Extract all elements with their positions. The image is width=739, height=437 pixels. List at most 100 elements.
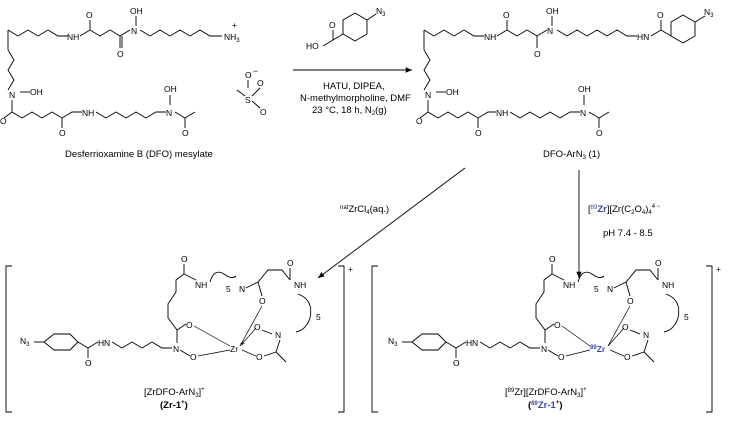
atom-o-rr5: O <box>627 296 634 306</box>
atom-n3-l: N3 <box>20 336 30 348</box>
atom-n-l1: N <box>173 344 179 354</box>
atom-o-l4: O <box>181 254 188 264</box>
azidobenzoic-acid-structure: N3 O HO <box>306 6 386 51</box>
zr89-1-code: (89Zr-1+) <box>528 400 563 411</box>
atom-o-r1: O <box>503 10 510 20</box>
atom-n-2: N <box>9 90 15 100</box>
atom-o-rr1: O <box>453 358 460 368</box>
atom-oh-3: OH <box>164 84 177 94</box>
atom-n-r2: N <box>425 90 431 100</box>
atom-o-rr7: O <box>622 322 629 332</box>
atom-hn-rr: H <box>466 338 472 348</box>
label-five-r1: 5 <box>594 284 599 294</box>
label-five-l2: 5 <box>316 312 321 322</box>
atom-o-ms2: O <box>260 107 267 117</box>
label-five-l1: 5 <box>226 284 231 294</box>
atom-n-rr2: N <box>607 284 613 294</box>
bracket-left-close <box>338 265 345 413</box>
atom-o-l8: O <box>256 352 263 362</box>
reagent-ph: pH 7.4 - 8.5 <box>603 228 653 239</box>
atom-n3-r2: N3 <box>388 336 398 348</box>
atom-oh-r2: OH <box>446 87 459 97</box>
atom-o-r4: O <box>416 116 423 126</box>
atom-oh-2: OH <box>30 87 43 97</box>
atom-nh-rr2: NH <box>662 280 674 290</box>
atom-o-rr6: O <box>655 258 662 268</box>
atom-n-l2: N <box>239 284 245 294</box>
label-five-r2: 5 <box>684 312 689 322</box>
atom-o-3: O <box>0 116 7 126</box>
atom-o-l7: O <box>254 322 261 332</box>
atom-o-l2: O <box>190 352 197 362</box>
atom-o-l3: O <box>186 320 193 330</box>
atom-s: S <box>245 95 251 105</box>
atom-o-1: O <box>86 10 93 20</box>
atom-n3-r: N3 <box>704 7 714 19</box>
atom-hn-r: HN <box>637 32 649 42</box>
atom-o-r3: O <box>657 10 664 20</box>
atom-nh-r2: NH <box>496 108 508 118</box>
chain-loop-r2 <box>663 293 680 333</box>
reagent-zrcl4: natZrCl4(aq.) <box>340 204 389 216</box>
zr-1-complex-structure: + N3 O H N N O O O NH 5 N O O NH 5 N O <box>5 254 353 413</box>
arrow-zr-nat <box>317 167 466 279</box>
reagent-zr89-oxalate: [89Zr][Zr(C2O4)44 − <box>588 204 661 216</box>
zr-1-name: [ZrDFO-ArN3]+ <box>144 387 205 399</box>
reagent-nmm: N-methylmorpholine, DMF <box>300 93 411 104</box>
atom-o-4: O <box>59 128 66 138</box>
atom-zr-l: Zr <box>230 344 238 354</box>
dfo-arn3-label: DFO-ArN3 (1) <box>543 149 600 161</box>
atom-n-rr1: N <box>541 344 547 354</box>
bracket-right-open <box>371 265 378 413</box>
atom-o-r5: O <box>475 128 482 138</box>
atom-n-r3: N <box>580 108 586 118</box>
atom-nh-r1: NH <box>484 32 496 42</box>
atom-o-acid: O <box>329 20 336 30</box>
atom-o-r6: O <box>596 128 603 138</box>
chain-loop-l2 <box>295 293 312 333</box>
chain-loop-r1 <box>577 271 605 283</box>
dfo-mesylate-label: Desferrioxamine B (DFO) mesylate <box>65 149 213 160</box>
bracket-left-open <box>5 265 12 413</box>
atom-zr89-r: 89Zr <box>590 344 606 354</box>
atom-o-l5: O <box>259 296 266 306</box>
atom-n-r1: N <box>547 26 553 36</box>
atom-o-l6: O <box>287 258 294 268</box>
dfo-arn3-structure: NH O O N OH HN O N3 N OH O O NH N OH O <box>416 6 714 138</box>
atom-o-rr8: O <box>624 352 631 362</box>
atom-o-ms1: O <box>257 78 264 88</box>
atom-oh-1: OH <box>130 6 143 16</box>
mesylate-structure: S O O O − <box>236 66 267 117</box>
atom-plus: + <box>232 20 237 30</box>
atom-n3-reagent: N3 <box>376 6 386 18</box>
bracket-right-close <box>706 265 713 413</box>
zr89-1-name: [89Zr][ZrDFO-ArN3]+ <box>505 387 587 399</box>
atom-o-rr2: O <box>558 352 565 362</box>
atom-nh-2: NH <box>82 108 94 118</box>
atom-ho-acid: HO <box>306 41 319 51</box>
atom-o-r2: O <box>534 49 541 59</box>
atom-o-ms3: O <box>245 70 252 80</box>
atom-hn-l-n: N <box>104 338 110 348</box>
charge-plus-right: + <box>716 264 721 274</box>
atom-hn-rr-n: N <box>472 338 478 348</box>
atom-o-rr4: O <box>549 254 556 264</box>
atom-n-3: N <box>166 108 172 118</box>
atom-n-l3: N <box>275 330 281 340</box>
atom-o-l1: O <box>85 358 92 368</box>
atom-nh-l2: NH <box>294 280 306 290</box>
reagent-conditions: 23 °C, 18 h, N2(g) <box>312 105 387 117</box>
atom-hn-l: H <box>98 338 104 348</box>
reagent-hatu: HATU, DIPEA, <box>323 81 385 92</box>
atom-o-rr3: O <box>554 320 561 330</box>
chain-loop-l1 <box>209 271 237 283</box>
atom-nh-1: NH <box>67 32 79 42</box>
atom-o-2: O <box>117 49 124 59</box>
atom-nh3: NH3 <box>224 32 240 44</box>
atom-n-rr3: N <box>643 330 649 340</box>
atom-o-5: O <box>182 128 189 138</box>
atom-minus: − <box>253 66 258 76</box>
zr-1-code: (Zr-1+) <box>160 400 188 411</box>
